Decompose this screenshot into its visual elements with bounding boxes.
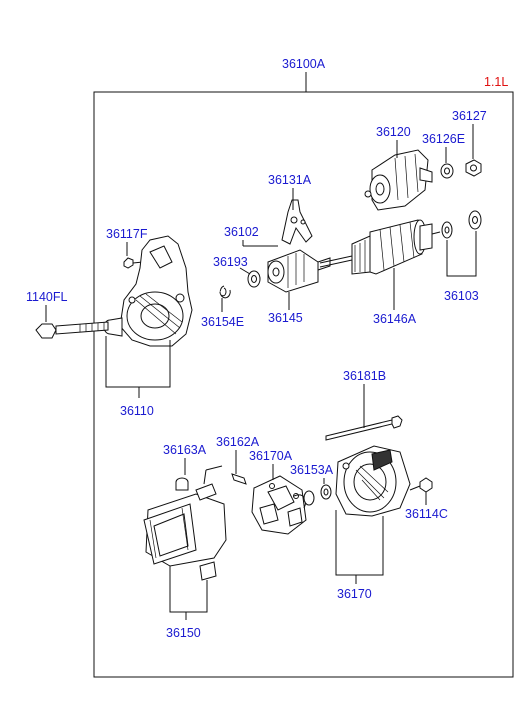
armature-36146A[interactable]	[319, 219, 441, 275]
part-label-36114C[interactable]: 36114C	[405, 507, 448, 521]
part-label-36120[interactable]: 36120	[376, 125, 411, 139]
part-label-36146A[interactable]: 36146A	[373, 312, 417, 326]
bushing-36153A[interactable]	[303, 484, 332, 506]
leader-36150	[169, 566, 208, 613]
part-label-36150[interactable]: 36150	[166, 626, 201, 640]
brush-36163A[interactable]	[175, 477, 189, 491]
variant-label: 1.1L	[484, 75, 508, 89]
part-label-36181B[interactable]: 36181B	[343, 369, 386, 383]
leader-36110	[105, 336, 171, 388]
rear-bracket-36170[interactable]	[335, 445, 411, 517]
part-label-36154E[interactable]: 36154E	[201, 315, 244, 329]
yoke-36150[interactable]	[143, 465, 227, 581]
stop-ring-36193[interactable]	[247, 270, 261, 288]
front-housing-36110[interactable]	[103, 235, 193, 347]
brush-holder-36170A[interactable]	[251, 475, 307, 535]
bolt-1140FL[interactable]	[35, 321, 109, 339]
part-label-36153A[interactable]: 36153A	[290, 463, 334, 477]
leader-36170	[335, 510, 384, 576]
pinion-36145[interactable]	[267, 249, 331, 293]
nut-36127[interactable]	[465, 159, 482, 177]
part-label-36170A[interactable]: 36170A	[249, 449, 293, 463]
part-label-36163A[interactable]: 36163A	[163, 443, 207, 457]
part-label-36100A[interactable]: 36100A	[282, 57, 326, 71]
part-label-36170[interactable]: 36170	[337, 587, 372, 601]
assembly-frame	[93, 91, 514, 678]
washer-36103-a[interactable]	[441, 221, 453, 239]
part-label-1140FL[interactable]: 1140FL	[26, 290, 68, 304]
solenoid-switch[interactable]	[364, 149, 433, 211]
washer-36103-b[interactable]	[468, 210, 482, 230]
part-label-36193[interactable]: 36193	[213, 255, 248, 269]
washer-36126E[interactable]	[440, 163, 454, 179]
brush-spring-36162A[interactable]	[231, 473, 247, 485]
lever-36131A[interactable]	[281, 199, 313, 245]
snap-ring-36154E[interactable]	[219, 285, 231, 299]
part-label-36127[interactable]: 36127	[452, 109, 487, 123]
part-label-36145[interactable]: 36145	[268, 311, 303, 325]
part-label-36162A[interactable]: 36162A	[216, 435, 260, 449]
part-label-36110[interactable]: 36110	[120, 404, 154, 418]
leader-36103	[446, 231, 477, 277]
part-label-36117F[interactable]: 36117F	[106, 227, 148, 241]
leader-36193	[239, 267, 251, 275]
part-label-36102[interactable]: 36102	[224, 225, 259, 239]
part-label-36131A[interactable]: 36131A	[268, 173, 312, 187]
part-label-36103[interactable]: 36103	[444, 289, 479, 303]
through-bolt-36181B[interactable]	[325, 415, 403, 441]
screw-36114C[interactable]	[409, 477, 433, 493]
part-label-36126E[interactable]: 36126E	[422, 132, 465, 146]
